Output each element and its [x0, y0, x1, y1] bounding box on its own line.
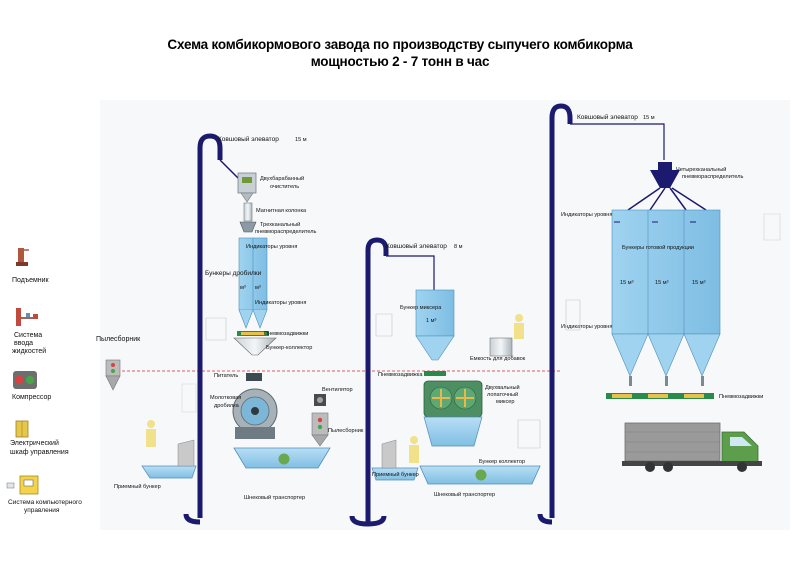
valves-3-label: Пневмозадвижки — [719, 394, 763, 400]
intake-bin-1 — [141, 420, 197, 479]
distributor-3 — [627, 162, 707, 211]
additives-label: Емкость для добавок — [470, 356, 526, 362]
line3: Ковшовый элеватор 15 м Четырехканальный … — [537, 103, 781, 525]
level-top-label: Индикаторы уровня — [246, 244, 297, 250]
dust-collector-1 — [311, 412, 329, 447]
crusher-vol-2: м³ — [255, 285, 261, 291]
dust-collector-icon — [105, 359, 121, 391]
elevator-1-height: 15 м — [295, 137, 307, 143]
distributor-3-label-1: Четырехканальный — [676, 166, 726, 173]
fan-label: Вентилятор — [322, 387, 353, 393]
cleaner-icon — [237, 172, 257, 203]
feeder-label: Питатель — [214, 373, 238, 379]
crusher-bins-label: Бункеры дробилки — [205, 269, 262, 277]
crusher-vol-1: м³ — [240, 285, 246, 291]
liquid-system-label-3: жидкостей — [12, 347, 46, 355]
mixer-label-2: лопаточный — [487, 391, 518, 398]
line2: Ковшовый элеватор 8 м Бункер миксера 1 м… — [349, 237, 541, 527]
title-line-1: Схема комбикормового завода по производс… — [167, 37, 633, 52]
screw-2-label: Шнековый транспортер — [434, 491, 495, 498]
compressor-label: Компрессор — [12, 394, 51, 401]
elevator-3 — [537, 103, 665, 525]
magnet-column — [243, 202, 253, 222]
compressor-icon — [13, 371, 37, 389]
additives-tank — [489, 314, 524, 357]
mixer-bin — [415, 289, 455, 361]
hammer-mill — [232, 388, 278, 439]
intake-2-label: Приемный бункер — [372, 471, 419, 478]
computer-icon — [6, 475, 39, 495]
product-vol-1: 15 м³ — [620, 280, 634, 286]
distributor-1-label-1: Трехканальный — [260, 221, 300, 228]
level-bottom-label: Индикаторы уровня — [255, 300, 306, 306]
intake-1-label: Приемный бункер — [114, 483, 161, 490]
product-bins — [611, 209, 721, 386]
elevator-3-height: 15 м — [643, 115, 655, 121]
liquid-system-icon — [16, 308, 38, 326]
hoist-label: Подъемник — [12, 277, 50, 284]
screw-tray-1 — [233, 447, 331, 469]
line1: Ковшовый элеватор 15 м Двухбарабанный оч… — [114, 133, 364, 525]
level-top-3-label: Индикаторы уровня — [561, 212, 612, 218]
dust-collector-label: Пылесборник — [96, 335, 141, 343]
elevator-2-label: Ковшовый элеватор — [386, 242, 447, 250]
cabinet-icon — [15, 420, 29, 438]
elevator-2-height: 8 м — [454, 244, 463, 250]
collector-1-label: Бункер-коллектор — [266, 345, 312, 351]
screw-1-label: Шнековый транспортер — [244, 494, 305, 501]
liquid-system-label-2: ввода — [14, 340, 33, 347]
mill-label-2: дробилка — [214, 403, 240, 409]
cleaner-label-2: очиститель — [270, 184, 299, 190]
screw-tray-2 — [419, 465, 541, 485]
mixer-label-1: Двухвальный — [485, 384, 520, 391]
computer-label-1: Система компьютерного — [8, 499, 82, 506]
crusher-bins — [238, 237, 268, 329]
intake-bin-2 — [371, 436, 419, 481]
valve-2 — [424, 371, 446, 376]
level-bottom-3-label: Индикаторы уровня — [561, 324, 612, 330]
dust-1-label: Пылесборник — [328, 428, 364, 434]
mill-label-1: Молотковая — [210, 395, 241, 401]
feeder — [246, 373, 262, 381]
collector-1 — [233, 337, 277, 356]
liquid-system-label-1: Система — [14, 332, 42, 339]
cabinet-label-2: шкаф управления — [10, 449, 69, 456]
mixer-label-3: миксер — [496, 399, 515, 405]
paddle-mixer — [423, 380, 483, 447]
product-vol-2: 15 м³ — [655, 280, 669, 286]
hoist-icon — [16, 248, 29, 266]
product-vol-3: 15 м³ — [692, 280, 706, 286]
legend: Подъемник Система ввода жидкостей Компре… — [6, 248, 141, 514]
cleaner-label-1: Двухбарабанный — [260, 175, 304, 182]
magnet-label: Магнитная колонка — [256, 208, 307, 214]
valves-3 — [606, 393, 714, 399]
distributor-1 — [239, 221, 257, 233]
collector-2-label: Бункер коллектор — [479, 459, 525, 465]
cabinet-label-1: Электрический — [10, 439, 59, 447]
title-line-2: мощностью 2 - 7 тонн в час — [310, 54, 490, 69]
valves-1-label: Пневмозадвижки — [264, 331, 308, 337]
elevator-2 — [349, 237, 435, 527]
fan — [314, 394, 326, 406]
computer-label-2: управления — [24, 507, 60, 514]
mixer-vol-label: 1 м³ — [426, 318, 437, 324]
distributor-1-label-2: пневмораспределитель — [255, 229, 317, 235]
mixer-bin-label: Бункер миксера — [400, 305, 442, 311]
elevator-1 — [183, 133, 239, 525]
distributor-3-label-2: пневмораспределитель — [682, 174, 744, 180]
elevator-1-label: Ковшовый элеватор — [218, 135, 279, 143]
page-title: Схема комбикормового завода по производс… — [0, 36, 800, 70]
elevator-3-label: Ковшовый элеватор — [577, 113, 638, 121]
product-bins-label: Бункеры готовой продукции — [622, 244, 694, 251]
valve-2-label: Пневмозадвижка — [378, 372, 423, 378]
truck — [622, 422, 762, 472]
